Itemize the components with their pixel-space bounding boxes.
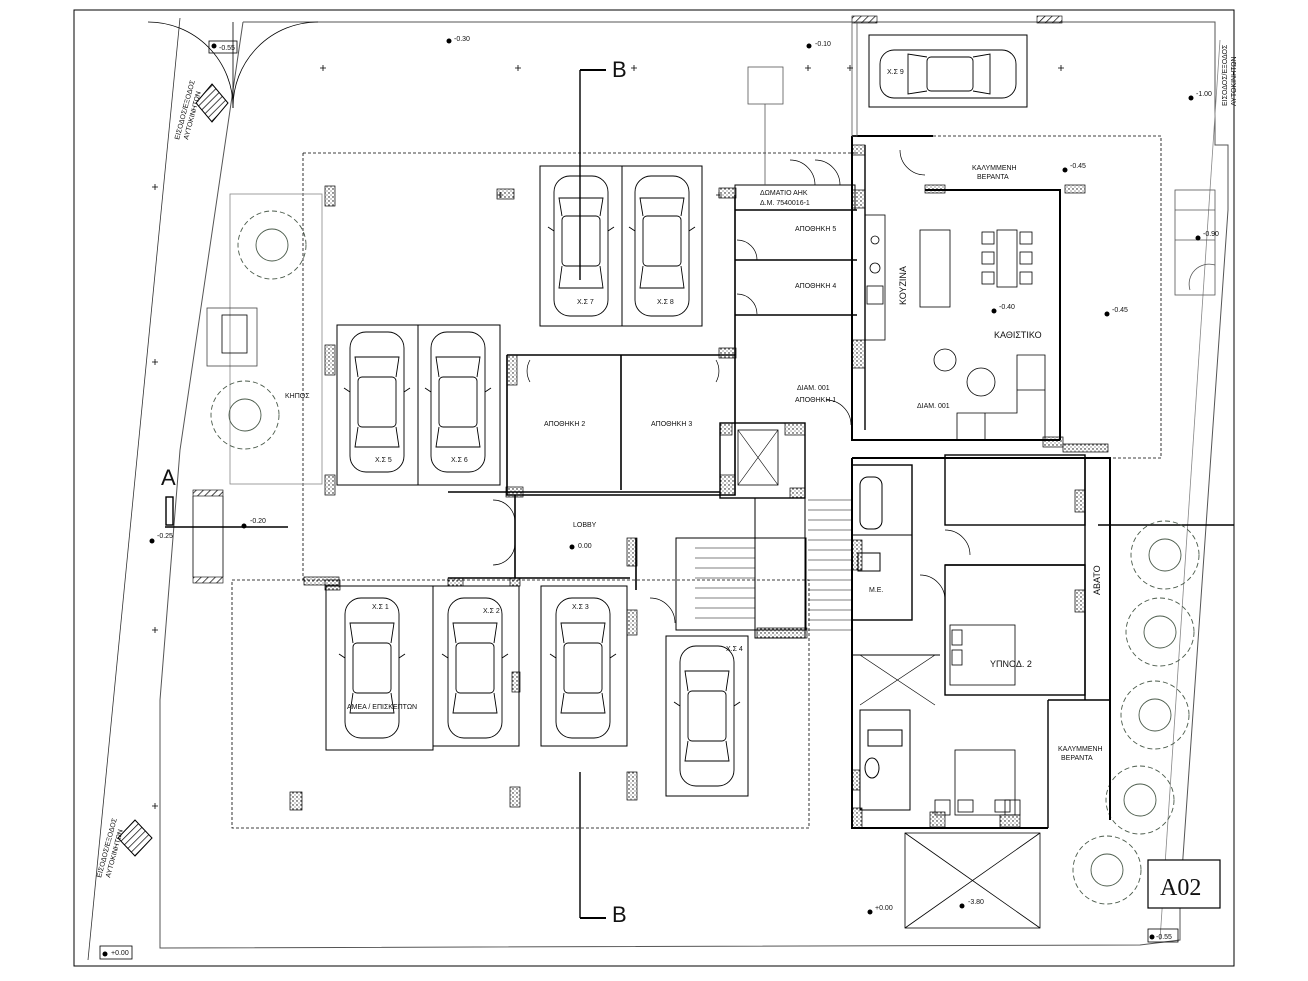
parking-label-3: Χ.Σ 3	[572, 604, 589, 611]
entrance-gate-top	[147, 21, 319, 109]
level-markers	[102, 38, 1201, 957]
room-storage-3: ΑΠΟΘΗΚΗ 3	[651, 421, 692, 428]
level-4: -1.00	[1196, 91, 1212, 98]
room-veranda-top-1: ΚΑΛΥΜΜΕΝΗ	[972, 165, 1017, 172]
level-9: -0.20	[250, 518, 266, 525]
section-line-a	[165, 496, 1234, 528]
room-living: ΚΑΘΙΣΤΙΚΟ	[994, 330, 1042, 340]
bedroom-doors	[899, 149, 971, 601]
room-apt-label-a: ΔΙΑΜ. 001	[797, 385, 830, 392]
bedroom-furniture	[934, 624, 1021, 816]
bathroom	[851, 464, 940, 706]
parking-bays-5-6	[336, 324, 501, 486]
level-15: -0.55	[1156, 934, 1172, 941]
room-lobby: LOBBY	[573, 522, 597, 529]
room-me: Μ.Ε.	[869, 587, 883, 594]
parking-label-7: Χ.Σ 7	[577, 299, 594, 306]
parking-bays-1-3	[325, 585, 628, 751]
road-edge	[87, 17, 181, 961]
room-veranda-bot-1: ΚΑΛΥΜΜΕΝΗ	[1058, 746, 1103, 753]
storage-doors	[526, 159, 852, 426]
inner-boundary-right	[1159, 39, 1221, 941]
section-label-b-top: B	[612, 57, 627, 82]
room-garden: ΚΗΠΟΣ	[285, 393, 310, 400]
parking-bay-4	[665, 635, 749, 797]
room-bedroom-2: ΥΠΝΟΔ. 2	[990, 659, 1032, 669]
aux-box	[747, 21, 1216, 296]
level-2: -0.30	[454, 36, 470, 43]
parking-bay-9	[868, 34, 1028, 108]
room-aux-2: Δ.Μ. 7540016-1	[760, 200, 810, 207]
section-line-b	[579, 69, 606, 919]
parking-label-2: Χ.Σ 2	[483, 608, 500, 615]
level-3: -0.10	[815, 41, 831, 48]
room-storage-4: ΑΠΟΘΗΚΗ 4	[795, 283, 836, 290]
room-storage-2: ΑΠΟΘΗΚΗ 2	[544, 421, 585, 428]
sheet-id: A02	[1160, 875, 1201, 901]
car-icons	[338, 49, 1017, 787]
parking-bays-7-8	[539, 165, 703, 327]
lobby-doors	[492, 499, 676, 624]
gate-hatches	[192, 15, 1063, 584]
room-aux-1: ΔΩΜΑΤΙΟ ΑΗΚ	[760, 190, 808, 197]
parking-label-1: Χ.Σ 1	[372, 604, 389, 611]
sheet-border	[73, 9, 1235, 967]
entrance-marker-top	[195, 83, 229, 123]
apartment-walls	[851, 135, 1111, 829]
level-13: -3.80	[968, 899, 984, 906]
lobby-walls	[448, 491, 720, 590]
tree-icons	[210, 210, 1200, 905]
room-storage-5: ΑΠΟΘΗΚΗ 5	[795, 226, 836, 233]
garden-area	[206, 193, 323, 485]
level-12: +0.00	[875, 905, 893, 912]
sheet-id-box	[1147, 859, 1221, 909]
room-veranda-bot-2: ΒΕΡΑΝΤΑ	[1061, 755, 1093, 762]
level-5: -0.45	[1070, 163, 1086, 170]
wc	[859, 709, 911, 811]
level-14: +0.00	[111, 950, 129, 957]
entrance-right-line1: ΕΙΣΟΔΟΣ/ΕΞΟΔΟΣ	[1222, 44, 1229, 106]
room-veranda-top-2: ΒΕΡΑΝΤΑ	[977, 174, 1009, 181]
entrance-right-line2: ΑΥΤΟΚΙΝΗΤΩΝ	[1231, 56, 1238, 106]
living-furniture	[933, 348, 1046, 440]
entrance-marker-bottom	[117, 819, 153, 857]
parking-label-4: Χ.Σ 4	[726, 646, 743, 653]
level-7: -0.40	[999, 304, 1015, 311]
level-8: -0.45	[1112, 307, 1128, 314]
section-label-a: A	[161, 465, 176, 490]
parking-label-5: Χ.Σ 5	[375, 457, 392, 464]
level-boxes	[99, 40, 1179, 960]
room-apt-label-b: ΔΙΑΜ. 001	[917, 403, 950, 410]
stair-treads	[695, 499, 852, 631]
level-1: -0.55	[219, 45, 235, 52]
dining-table	[981, 229, 1033, 288]
stair-core	[675, 422, 807, 639]
room-storage-1: ΑΠΟΘΗΚΗ 1	[795, 397, 836, 404]
kitchen-furniture	[864, 214, 951, 341]
level-6: -0.90	[1203, 231, 1219, 238]
slab-outline	[231, 135, 1162, 829]
level-10: -0.25	[157, 533, 173, 540]
survey-points	[152, 65, 1064, 809]
structural-columns	[289, 144, 1109, 829]
room-kitchen: ΚΟΥΖΙΝΑ	[898, 266, 908, 305]
parking-label-1b: ΑΜΕΑ / ΕΠΙΣΚΕΠΤΩΝ	[347, 704, 417, 711]
level-11: 0.00	[578, 543, 592, 550]
section-label-b-bottom: B	[612, 902, 627, 927]
parking-label-9: Χ.Σ 9	[887, 69, 904, 76]
lower-terrace	[904, 832, 1041, 929]
parking-label-8: Χ.Σ 8	[657, 299, 674, 306]
parking-label-6: Χ.Σ 6	[451, 457, 468, 464]
plot-boundary	[159, 21, 1229, 949]
room-abato: ΑΒΑΤΟ	[1092, 565, 1102, 595]
